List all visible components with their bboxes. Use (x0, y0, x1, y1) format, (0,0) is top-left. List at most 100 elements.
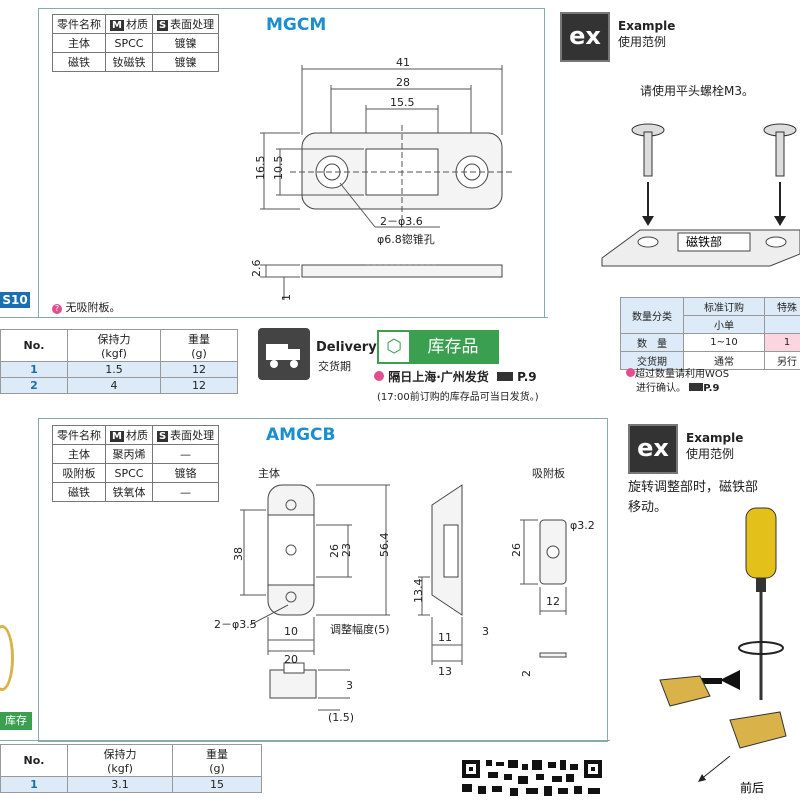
perf-no: 2 (0, 377, 68, 394)
amgcb-title: AMGCB (266, 425, 336, 445)
mgcm-drawing: 41 28 15.5 16.5 10.5 2－φ3.6 φ6.8锪锥孔 2.6 … (250, 56, 514, 301)
dim-56-4: 56.4 (378, 533, 391, 558)
qty-cell: 通常 (683, 351, 765, 370)
perf-weight: 15 (172, 776, 262, 793)
perf-header-no: No. (0, 329, 68, 362)
dim-2: 2 (520, 670, 533, 677)
dim-2-6: 2.6 (250, 260, 263, 278)
spec-cell: 铁氧体 (105, 482, 153, 502)
qty-cell: 交货期 (620, 351, 684, 370)
perf-weight: 12 (160, 377, 238, 394)
stock-badge: ⬡ 库存品 (377, 330, 499, 364)
dim-13-4: 13.4 (412, 579, 425, 604)
example-title: Example 使用范例 (618, 19, 676, 49)
mgcm-note-text: 无吸附板。 (65, 301, 121, 314)
example2-illustration: 前后 (659, 507, 787, 795)
dim-41: 41 (396, 56, 410, 69)
spec-cell: — (151, 444, 220, 464)
spec-header-part: 零件名称 (52, 425, 106, 445)
spec-cell: 主体 (52, 33, 106, 53)
qty-cell: 1~10 (683, 333, 765, 352)
perf-weight: 12 (160, 361, 238, 378)
dim-10: 10 (284, 625, 298, 638)
dim-3b: 3 (346, 679, 353, 692)
qty-sub: 小单 (683, 315, 765, 334)
label-body: 主体 (258, 466, 280, 480)
perf-force: 3.1 (67, 776, 173, 793)
example2-text: 旋转调整部时，磁铁部 移动。 (628, 480, 759, 515)
qty-cell: 数 量 (620, 333, 684, 352)
dim-1: 1 (280, 294, 293, 301)
delivery-label-cn: 交货期 (318, 360, 351, 373)
dim-phi-3-2: φ3.2 (570, 519, 595, 532)
spec-cell: 聚丙烯 (105, 444, 153, 464)
perf-header-weight: 重量 (g) (172, 744, 262, 777)
example2-ex-icon: ex (628, 424, 678, 474)
left-stock: 库存 (0, 712, 32, 730)
perf-header-force: 保持力 (kgf) (67, 744, 173, 777)
spec-cell: 镀铬 (151, 463, 220, 483)
stock-badge-text: 库存品 (427, 337, 479, 357)
dim-26-plate: 26 (510, 543, 523, 557)
dim-1-5: (1.5) (328, 711, 354, 724)
amgcb-drawing: 主体 吸附板 38 26 (214, 466, 595, 724)
qty-cell: 1 (764, 333, 800, 352)
dim-16-5: 16.5 (254, 156, 267, 181)
perf-header-no: No. (0, 744, 68, 777)
truck-icon (258, 328, 310, 380)
qty-header-std: 标准订购 (683, 297, 765, 316)
delivery-ship: 隔日上海·广州发货 P.9 (374, 368, 537, 385)
spec-cell: 吸附板 (52, 463, 106, 483)
dim-12: 12 (546, 595, 560, 608)
spec-cell: SPCC (105, 33, 153, 53)
delivery-sub: (17:00前订购的库存品可当日发货。) (377, 392, 539, 403)
qr-code[interactable] (460, 756, 610, 800)
spec-cell: — (151, 482, 220, 502)
left-badge: S10 (0, 292, 30, 308)
qty-cell: 另行 (764, 351, 800, 370)
dim-adjust: 调整幅度(5) (330, 622, 390, 636)
dim-10-5: 10.5 (272, 156, 285, 181)
dim-26: 26 (328, 544, 341, 558)
delivery-label-en: Delivery (316, 340, 377, 355)
book-icon (689, 383, 704, 391)
magnet-part-label: 磁铁部 (686, 234, 722, 249)
label-plate: 吸附板 (532, 466, 565, 480)
mgcm-note: ? 无吸附板。 (52, 299, 121, 315)
spec-cell: 镀镍 (151, 52, 220, 72)
dim-20: 20 (284, 653, 298, 666)
dim-15-5: 15.5 (390, 96, 415, 109)
left-divider-bottom (0, 740, 610, 741)
perf-force: 4 (67, 377, 161, 394)
screwdriver-icon (745, 507, 777, 700)
perf-header-weight: 重量 (g) (160, 329, 238, 362)
pin-icon (374, 371, 384, 381)
dim-28: 28 (396, 76, 410, 89)
perf-no: 1 (0, 361, 68, 378)
book-icon (496, 372, 513, 381)
delivery-page[interactable]: P.9 (517, 370, 537, 384)
pin-icon: ? (52, 304, 62, 314)
perf-force: 1.5 (67, 361, 161, 378)
left-ring (0, 625, 14, 691)
spec-cell: 钕磁铁 (105, 52, 153, 72)
example2-title: Example 使用范例 (686, 431, 744, 461)
delivery-ship-text: 隔日上海·广州发货 (388, 370, 489, 384)
dim-hole-2: φ6.8锪锥孔 (377, 233, 435, 246)
dim-3: 3 (482, 625, 489, 638)
qty-header-class: 数量分类 (620, 297, 684, 334)
dim-hole-1: 2－φ3.6 (380, 215, 423, 228)
qty-note: 超过数量请利用WOS 进行确认。 P.9 (626, 368, 729, 396)
front-back-label: 前后 (740, 780, 764, 795)
spec-cell: 磁铁 (52, 52, 106, 72)
perf-no: 1 (0, 776, 68, 793)
spec-cell: 镀镍 (151, 33, 220, 53)
spec-cell: 主体 (52, 444, 106, 464)
spec-header-part: 零件名称 (52, 14, 106, 34)
